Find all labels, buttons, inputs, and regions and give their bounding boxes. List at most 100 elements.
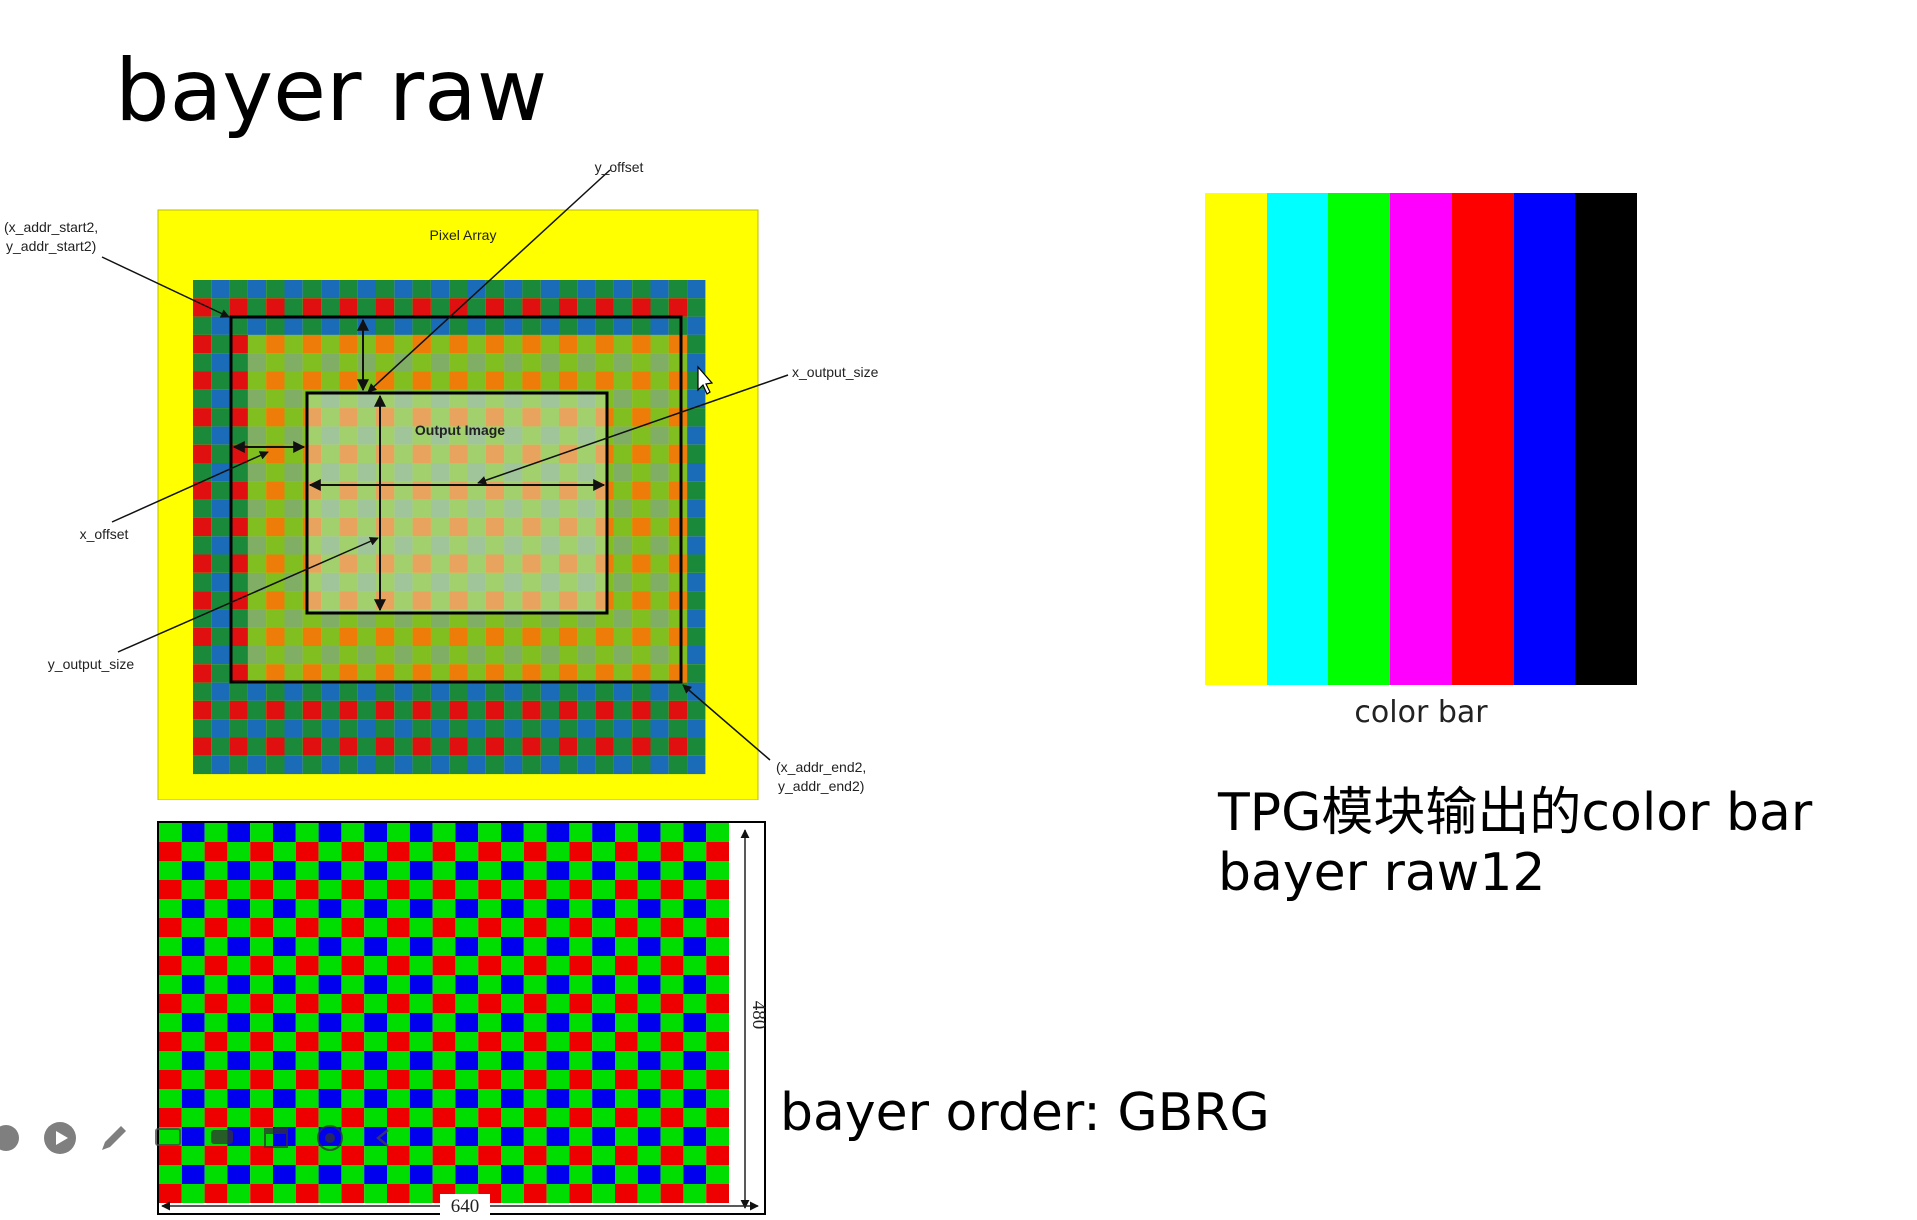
- pixel-cell: [650, 682, 669, 701]
- bayer-cell: [615, 1070, 638, 1089]
- pixel-cell: [650, 627, 669, 646]
- bayer-cell: [364, 1051, 387, 1070]
- pixel-cell: [559, 499, 578, 518]
- pixel-cell: [504, 536, 523, 555]
- pixel-cell: [430, 664, 450, 683]
- pixel-cell: [540, 444, 559, 463]
- pixel-cell: [247, 408, 267, 427]
- pixel-cell: [430, 591, 450, 610]
- pixel-cell: [449, 517, 468, 537]
- pixel-cell: [559, 664, 578, 683]
- bayer-cell: [250, 975, 273, 994]
- pixel-cell: [559, 334, 578, 354]
- pixel-cell: [559, 426, 578, 445]
- bayer-cell: [592, 1108, 615, 1127]
- bayer-cell: [318, 899, 342, 918]
- bayer-cell: [181, 1032, 205, 1051]
- pixel-cell: [266, 408, 285, 427]
- pixel-cell: [559, 591, 578, 610]
- pixel-cell: [687, 572, 706, 592]
- pixel-cell: [668, 334, 688, 354]
- pixel-cell: [559, 700, 578, 720]
- bayer-cell: [181, 1013, 205, 1032]
- pixel-cell: [211, 353, 230, 372]
- bayer-cell: [387, 918, 410, 937]
- pixel-cell: [266, 719, 285, 738]
- pixel-cell: [687, 719, 706, 738]
- bayer-cell: [569, 975, 593, 994]
- pixel-cell: [193, 682, 212, 701]
- pixel-cell: [302, 334, 322, 354]
- bayer-cell: [523, 823, 547, 842]
- pixel-cell: [247, 316, 267, 335]
- bayer-cell: [592, 1127, 615, 1146]
- pixel-cell: [485, 298, 505, 317]
- bayer-cell: [432, 899, 456, 918]
- screen-button[interactable]: [148, 1118, 188, 1158]
- pixel-cell: [266, 280, 285, 299]
- pixel-cell: [394, 298, 413, 317]
- pixel-cell: [522, 554, 541, 573]
- pixel-cell: [577, 591, 596, 610]
- play-button[interactable]: [40, 1118, 80, 1158]
- bayer-cell: [409, 880, 433, 899]
- bayer-cell: [159, 1146, 182, 1165]
- pixel-cell: [321, 316, 340, 335]
- pixel-cell: [302, 627, 322, 646]
- pixel-cell: [357, 572, 376, 592]
- bayer-cell: [159, 1032, 182, 1051]
- bayer-cell: [546, 1184, 570, 1203]
- bayer-cell: [318, 1013, 342, 1032]
- pixel-cell: [284, 481, 303, 500]
- bayer-cell: [592, 918, 615, 937]
- pixel-cell: [229, 334, 248, 354]
- bayer-cell: [683, 1051, 707, 1070]
- pixel-cell: [668, 280, 688, 299]
- pixel-cell: [613, 444, 633, 463]
- pixel-cell: [394, 591, 413, 610]
- window-button[interactable]: [256, 1118, 296, 1158]
- color-bar-stripe: [1390, 193, 1452, 685]
- bayer-cell: [478, 880, 501, 899]
- undo-button[interactable]: [0, 1118, 26, 1158]
- arrow-button[interactable]: [364, 1118, 404, 1158]
- bayer-cell: [546, 1070, 570, 1089]
- pixel-cell: [613, 371, 633, 390]
- pixel-cell: [412, 353, 431, 372]
- pixel-cell: [412, 408, 431, 427]
- bayer-cell: [273, 1089, 296, 1108]
- chat-button[interactable]: [202, 1118, 242, 1158]
- pixel-cell: [211, 316, 230, 335]
- pixel-cell: [211, 682, 230, 701]
- pixel-cell: [449, 408, 468, 427]
- record-button[interactable]: [310, 1118, 350, 1158]
- pixel-cell: [449, 298, 468, 317]
- pixel-cell: [540, 280, 559, 299]
- bayer-cell: [615, 880, 638, 899]
- pixel-cell: [412, 517, 431, 537]
- pixel-cell: [193, 737, 212, 756]
- pixel-cell: [632, 316, 651, 335]
- pixel-cell: [650, 499, 669, 518]
- pixel-cell: [687, 426, 706, 445]
- bayer-cell: [546, 994, 570, 1013]
- pixel-cell: [668, 700, 688, 720]
- bayer-cell: [387, 1184, 410, 1203]
- pixel-cell: [357, 627, 376, 646]
- pixel-cell: [229, 371, 248, 390]
- pixel-cell: [193, 627, 212, 646]
- pixel-cell: [376, 755, 395, 775]
- pixel-cell: [540, 408, 559, 427]
- pixel-cell: [339, 298, 358, 317]
- pen-button[interactable]: [94, 1118, 134, 1158]
- y-output-size-label: y_output_size: [48, 656, 135, 672]
- pixel-cell: [376, 298, 395, 317]
- pixel-cell: [430, 536, 450, 555]
- bayer-cell: [432, 1108, 456, 1127]
- pixel-cell: [247, 591, 267, 610]
- bayer-cell: [501, 918, 524, 937]
- bayer-cell: [295, 842, 319, 861]
- pixel-cell: [595, 700, 614, 720]
- bayer-cell: [159, 1013, 182, 1032]
- pixel-cell: [632, 444, 651, 463]
